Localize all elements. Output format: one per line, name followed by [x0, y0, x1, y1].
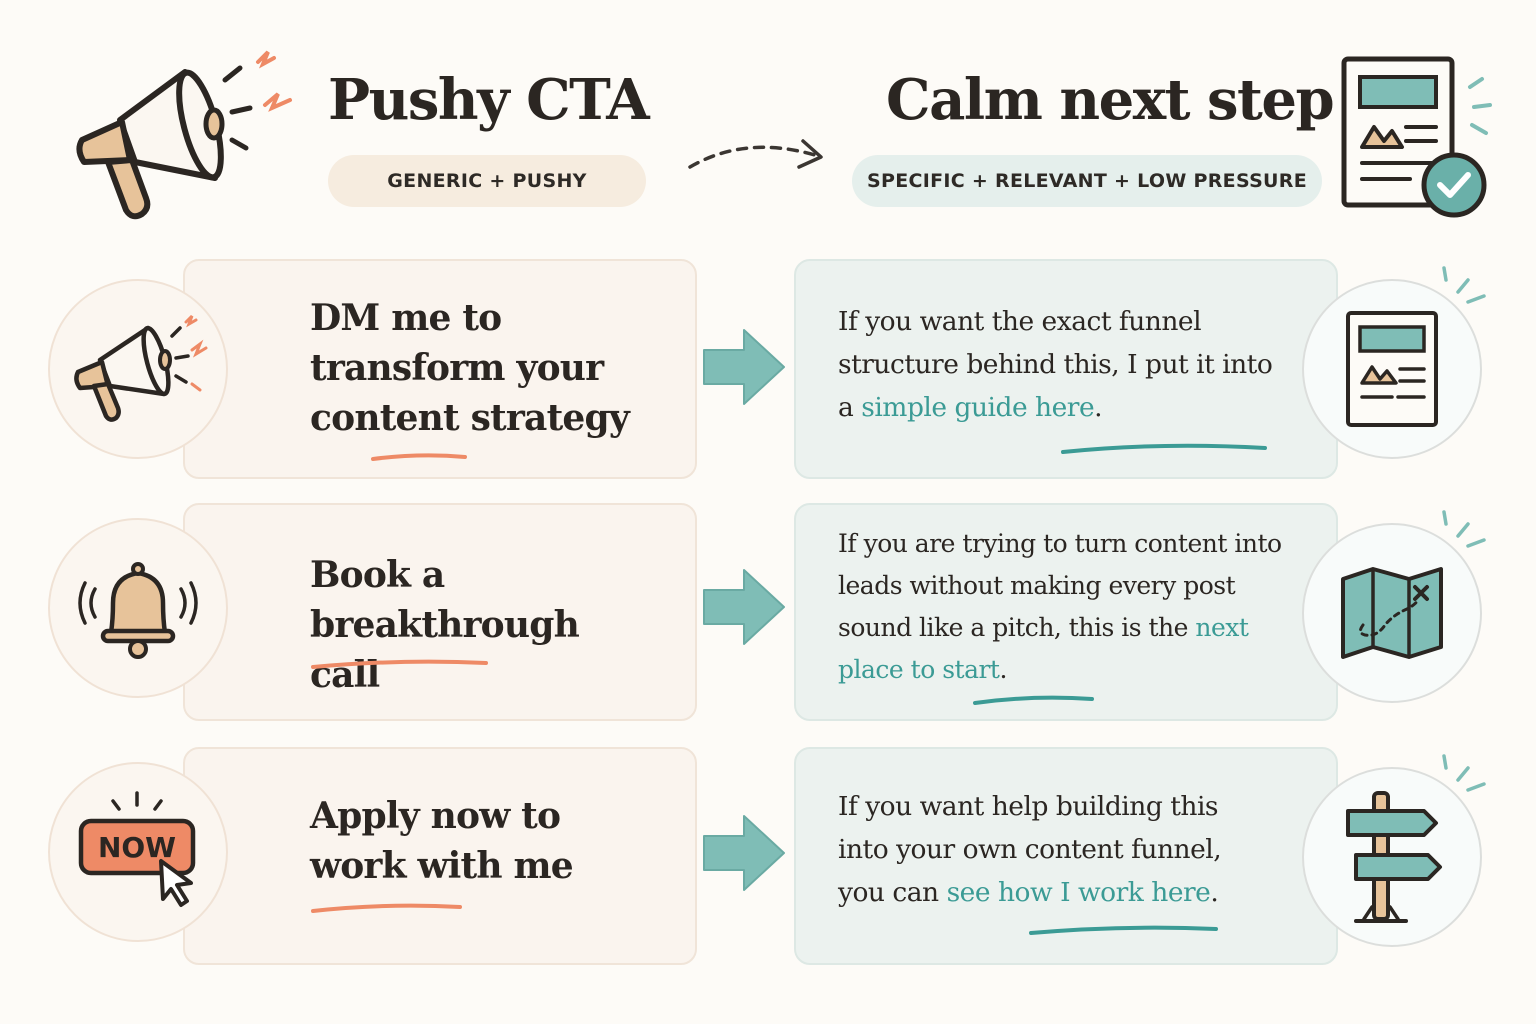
- sparkle-lines-icon-3: [1440, 754, 1490, 798]
- calm-icon-circle-3: [1302, 767, 1482, 947]
- dashed-arrow-icon: [685, 135, 830, 180]
- sparkle-lines-icon-2: [1440, 510, 1490, 554]
- calm-cta-prefix-2: If you are trying to turn content into l…: [838, 529, 1282, 642]
- pushy-cta-text-3: Apply now to work with me: [310, 795, 574, 887]
- calm-cta-prefix-3: If you want help building this into your…: [838, 791, 1222, 908]
- calm-cta-text-3: If you want help building this into your…: [838, 785, 1258, 914]
- calm-title: Calm next step: [886, 67, 1335, 133]
- document-icon: [1346, 311, 1438, 427]
- calm-cta-link-1[interactable]: simple guide here: [861, 392, 1095, 423]
- calm-cta-suffix-1: .: [1094, 392, 1103, 423]
- megaphone-icon: [74, 314, 208, 422]
- calm-cta-text-2: If you are trying to turn content into l…: [838, 523, 1288, 691]
- pushy-tag: GENERIC + PUSHY: [328, 155, 646, 207]
- calm-cta-link-2[interactable]: next place to start: [838, 613, 1249, 684]
- calm-icon-circle-1: [1302, 279, 1482, 459]
- teal-arrow-icon-3: [702, 814, 786, 892]
- calm-card-2: [794, 503, 1338, 721]
- pushy-title: Pushy CTA: [328, 67, 650, 133]
- calm-cta-suffix-2: .: [999, 655, 1007, 684]
- pushy-cta-text-1: DM me to transform your content strategy: [310, 297, 630, 439]
- calm-icon-circle-2: [1302, 523, 1482, 703]
- calm-cta-text-1: If you want the exact funnel structure b…: [838, 300, 1278, 429]
- pushy-cta-text-2: Book a breakthrough call: [310, 554, 580, 696]
- now-button-icon: NOW: [73, 787, 203, 917]
- orange-underline-1: [370, 448, 470, 467]
- header-megaphone-icon: [60, 50, 300, 230]
- header-document-check-icon: [1340, 55, 1500, 225]
- teal-arrow-icon-2: [702, 568, 786, 646]
- pushy-icon-circle-2: [48, 518, 228, 698]
- teal-underline-3: [1028, 922, 1220, 941]
- orange-underline-3: [310, 900, 464, 919]
- bell-icon: [78, 562, 198, 659]
- calm-card-1: [794, 259, 1338, 479]
- teal-arrow-icon-1: [702, 328, 786, 406]
- pushy-card-2: [183, 503, 697, 721]
- orange-underline-2: [310, 656, 490, 675]
- pushy-card-3: [183, 747, 697, 965]
- teal-underline-1: [1060, 440, 1270, 460]
- now-button-label: NOW: [97, 830, 177, 864]
- sparkle-lines-icon-1: [1440, 266, 1490, 310]
- signpost-icon: [1346, 791, 1442, 923]
- pushy-icon-circle-3: NOW: [48, 762, 228, 942]
- calm-cta-link-3[interactable]: see how I work here: [946, 877, 1211, 908]
- calm-tag: SPECIFIC + RELEVANT + LOW PRESSURE: [852, 155, 1322, 207]
- teal-underline-2: [972, 692, 1096, 711]
- calm-cta-prefix-1: If you want the exact funnel structure b…: [838, 306, 1273, 423]
- map-icon: [1341, 567, 1443, 659]
- pushy-icon-circle-1: [48, 279, 228, 459]
- calm-cta-suffix-3: .: [1210, 877, 1219, 908]
